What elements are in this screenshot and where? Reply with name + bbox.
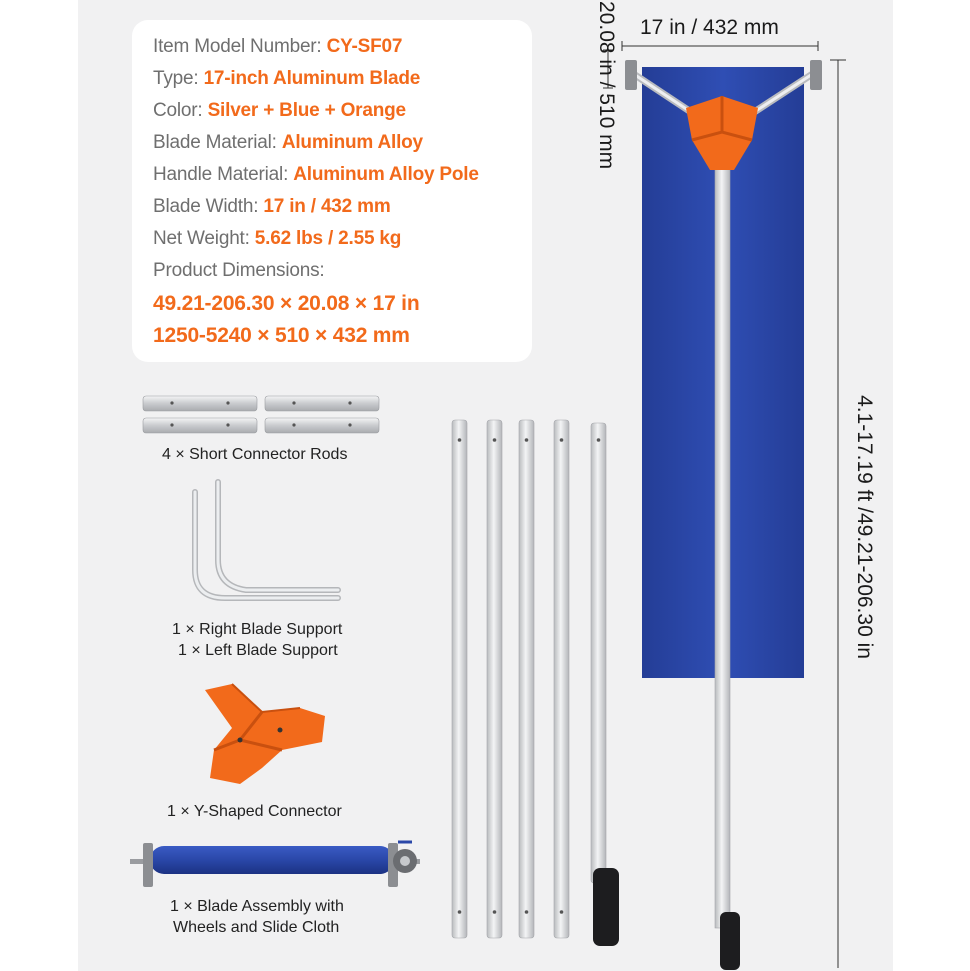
caption-y-connector: 1 × Y-Shaped Connector	[167, 803, 342, 820]
caption-right-support: 1 × Right Blade Support	[172, 621, 343, 638]
height-measurement: 20.08 in / 510 mm	[595, 1, 618, 170]
assembled-rake	[625, 60, 822, 970]
caption-connector-rods: 4 × Short Connector Rods	[162, 446, 348, 463]
spec-net-weight: Net Weight: 5.62 lbs / 2.55 kg	[153, 228, 402, 249]
caption-left-support: 1 × Left Blade Support	[178, 642, 338, 659]
spec-model: Item Model Number: CY-SF07	[153, 36, 403, 57]
spec-handle-material: Handle Material: Aluminum Alloy Pole	[153, 164, 479, 185]
y-connector-part	[205, 683, 325, 784]
spec-blade-width: Blade Width: 17 in / 432 mm	[153, 196, 391, 217]
spec-color: Color: Silver + Blue + Orange	[153, 100, 406, 121]
blade-assembly-part	[130, 840, 420, 887]
spec-blade-material: Blade Material: Aluminum Alloy	[153, 132, 423, 153]
width-measurement: 17 in / 432 mm	[640, 16, 779, 39]
pole-segments	[451, 419, 619, 946]
caption-blade-assembly-2: Wheels and Slide Cloth	[173, 919, 340, 936]
spec-type: Type: 17-inch Aluminum Blade	[153, 68, 421, 89]
spec-dimensions-metric: 1250-5240 × 510 × 432 mm	[153, 324, 410, 347]
spec-dimensions-imperial: 49.21-206.30 × 20.08 × 17 in	[153, 292, 420, 315]
spec-card	[132, 20, 532, 362]
dimension-lines	[603, 41, 846, 968]
blade-supports	[192, 479, 341, 601]
length-measurement: 4.1-17.19 ft /49.21-206.30 in	[853, 395, 876, 659]
caption-blade-assembly-1: 1 × Blade Assembly with	[170, 898, 344, 915]
connector-rods	[142, 395, 380, 434]
spec-dimensions-label: Product Dimensions:	[153, 260, 325, 281]
